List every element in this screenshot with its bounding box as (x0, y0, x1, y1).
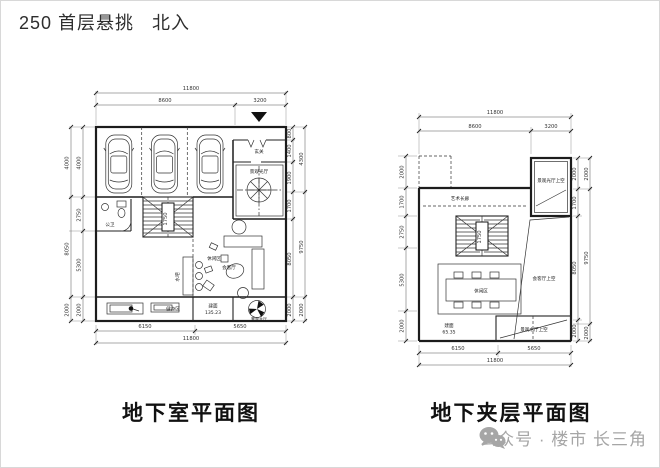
room-label-art-corridor: 艺术长廊 (451, 195, 470, 202)
leisure-table (445, 271, 517, 309)
room-label-entry: 玄关 (254, 148, 264, 155)
mezzanine-dimensions: 11800 8600 3200 6150 5650 11800 2000 170… (398, 110, 593, 368)
mezzanine-caption: 地下夹层平面图 (430, 402, 592, 425)
area-label: 建面 (208, 303, 218, 310)
dim-label: 2000 (65, 303, 71, 316)
room-label-gym: 健身区 (166, 306, 180, 313)
room-label-light-hall: 景观光厅 (250, 168, 269, 175)
dim-label: 1900 (287, 171, 293, 184)
dim-label: 800 (287, 129, 293, 139)
dim-label: 4000 (65, 156, 71, 169)
mezzanine-walls (417, 155, 573, 343)
dim-label: 2000 (299, 303, 305, 316)
dim-label: 3200 (253, 98, 266, 104)
gym-equipment (106, 302, 180, 315)
room-label-water-hall-void: 景观水厅上空 (520, 326, 548, 333)
dim-label: 2000 (584, 326, 590, 339)
dim-label: 3200 (544, 124, 557, 130)
room-label-leisure: 休闲区 (207, 255, 221, 262)
dim-label: 5650 (527, 346, 540, 352)
dim-label: 5650 (233, 324, 246, 330)
main-stair: 1750 (142, 196, 194, 238)
dim-label: 1700 (287, 199, 293, 212)
wechat-icon (479, 426, 506, 449)
water-bar (182, 256, 203, 296)
room-label-water-hall: 景观水厅 (251, 316, 267, 322)
dim-label: 2000 (584, 167, 590, 180)
garage-cars (103, 134, 226, 194)
entry-arrow-icon (251, 112, 267, 122)
mezzanine-stair: 1750 (455, 215, 509, 257)
dim-label: 2000 (572, 167, 578, 180)
dim-label: 2000 (287, 303, 293, 316)
water-hall-fan-icon (248, 300, 266, 318)
stair-width-label: 1750 (163, 212, 169, 225)
dim-label: 6150 (451, 346, 464, 352)
dim-label: 11800 (487, 358, 504, 364)
watermark-text: 公众号 · 楼市 长三角 (479, 430, 647, 449)
dim-label: 8600 (158, 98, 171, 104)
dim-label: 2750 (77, 208, 83, 221)
dim-label: 8050 (65, 242, 71, 255)
area-value: 135.23 (205, 310, 221, 316)
page-title: 250 首层悬挑 北入 (19, 13, 191, 33)
basement-dimensions: 11800 8600 3200 6150 5650 11800 4000 275… (65, 86, 308, 346)
room-label-reception-void: 会客厅上空 (533, 275, 556, 282)
toilet-fixtures (101, 200, 127, 218)
basement-caption: 地下室平面图 (122, 402, 260, 425)
dim-label: 8050 (572, 261, 578, 274)
dim-label: 2000 (572, 324, 578, 337)
dim-label: 1700 (572, 196, 578, 209)
dim-label: 2000 (400, 319, 406, 332)
dim-label: 8050 (287, 252, 293, 265)
dim-label: 11800 (487, 110, 504, 116)
watermark: 公众号 · 楼市 长三角 (479, 425, 647, 450)
room-label-bar: 水吧 (174, 272, 181, 282)
area-label: 建面 (444, 322, 454, 329)
dim-label: 5300 (77, 258, 83, 271)
mezzanine-plan-drawing: 11800 8600 3200 6150 5650 11800 2000 170… (398, 110, 593, 368)
dim-label: 1400 (287, 144, 293, 157)
dim-label: 9750 (299, 240, 305, 253)
dim-label: 2000 (77, 303, 83, 316)
spiral-stair-icon (237, 166, 282, 216)
dim-label: 5300 (400, 273, 406, 286)
room-label-leisure: 休闲区 (474, 288, 488, 295)
basement-plan-drawing: 11800 8600 3200 6150 5650 11800 4000 275… (65, 86, 308, 346)
dim-label: 2750 (400, 225, 406, 238)
dim-label: 11800 (183, 336, 200, 342)
room-label-toilet: 公卫 (105, 222, 115, 228)
dim-label: 8600 (468, 124, 481, 130)
dim-label: 11800 (183, 86, 200, 92)
reception-furniture (202, 219, 265, 299)
dim-label: 9750 (584, 251, 590, 264)
area-value: 65.35 (442, 330, 455, 336)
dim-label: 4300 (299, 152, 305, 165)
room-label-reception: 会客厅 (222, 264, 236, 271)
dim-label: 6150 (138, 324, 151, 330)
dim-label: 4000 (77, 156, 83, 169)
room-label-light-hall-void: 景观光厅上空 (537, 177, 565, 184)
dim-label: 1700 (400, 195, 406, 208)
dim-label: 2000 (400, 165, 406, 178)
stair-width-label: 1750 (477, 230, 483, 243)
